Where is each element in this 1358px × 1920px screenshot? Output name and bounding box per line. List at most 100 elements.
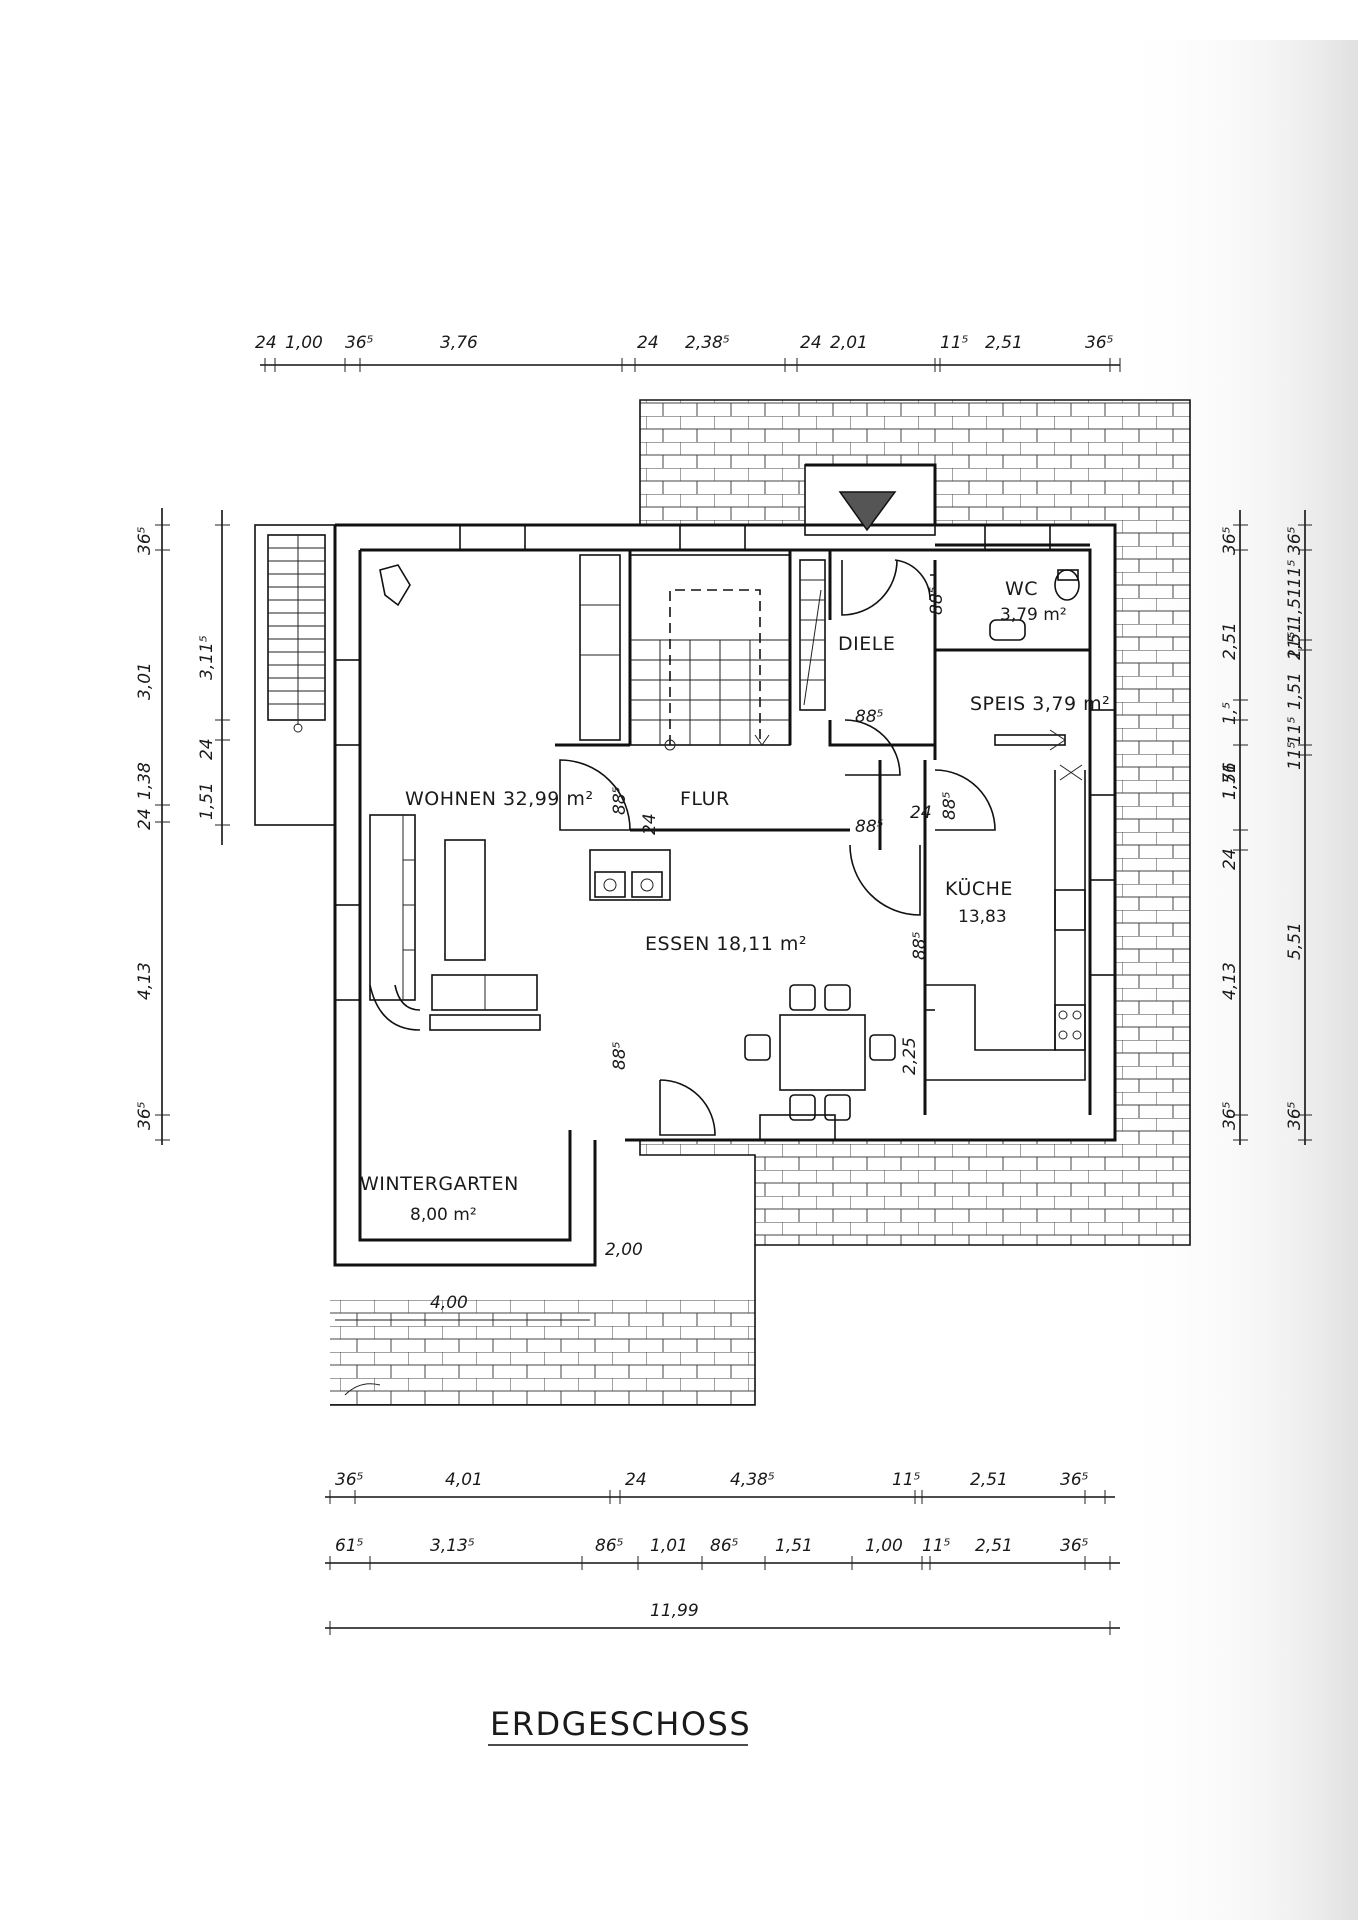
dim-right-inner: 1,⁵ <box>1220 702 1240 725</box>
door-width: 88⁵ <box>855 817 884 837</box>
inner-dim: 24 <box>910 803 932 823</box>
dim-bottom-2: 1,51 <box>775 1536 813 1556</box>
dim-left-outer: 36⁵ <box>135 526 155 555</box>
dim-chain-bottom-2: 61⁵ 3,13⁵ 86⁵ 1,01 86⁵ 1,51 1,00 11⁵ 2,5… <box>325 1536 1120 1570</box>
dim-right-outer: 1,51 <box>1285 672 1305 710</box>
stove <box>589 849 671 901</box>
dim-top: 36⁵ <box>345 333 374 353</box>
dim-top: 2,01 <box>830 333 868 353</box>
dim-top: 24 <box>800 333 822 353</box>
dim-bottom-2: 1,00 <box>865 1536 903 1556</box>
dim-bottom-2: 86⁵ <box>710 1536 739 1556</box>
door-width: 88⁵ <box>855 707 884 727</box>
dim-right-outer: 2,51 <box>1285 622 1305 660</box>
dim-right-outer: 5,51 <box>1285 922 1305 960</box>
dim-bottom-2: 36⁵ <box>1060 1536 1089 1556</box>
dim-left-outer: 3,01 <box>135 662 155 700</box>
dim-bottom-1: 2,51 <box>970 1470 1008 1490</box>
dim-top: 1,00 <box>285 333 323 353</box>
dim-bottom-1: 36⁵ <box>335 1470 364 1490</box>
room-essen: ESSEN 18,11 m² <box>645 933 807 955</box>
dim-left-inner: 24 <box>197 738 217 760</box>
room-kueche-area: 13,83 <box>958 907 1007 927</box>
dim-top: 11⁵ <box>940 333 969 353</box>
room-speis: SPEIS 3,79 m² <box>970 693 1110 715</box>
dim-right-inner: 36⁵ <box>1220 526 1240 555</box>
dim-chain-top: 24 1,00 36⁵ 3,76 24 2,38⁵ 24 2,01 11⁵ 2,… <box>255 333 1121 372</box>
wc-fixtures <box>989 569 1080 641</box>
doors <box>559 559 996 1136</box>
plan-title-text: ERDGESCHOSS <box>490 1705 751 1743</box>
dim-bottom-1: 11⁵ <box>892 1470 921 1490</box>
pantry-shelf <box>994 729 1066 751</box>
dim-right-inner: 4,13 <box>1220 962 1240 1000</box>
room-diele: DIELE <box>838 633 895 655</box>
door-width: 88⁵ <box>910 931 930 960</box>
room-wc: WC <box>1005 578 1038 600</box>
dim-right-outer: 11⁵ <box>1285 716 1305 745</box>
dim-left-inner: 3,11⁵ <box>197 635 217 680</box>
interior-staircase <box>629 554 791 751</box>
inner-dim: 2,00 <box>605 1240 643 1260</box>
dim-chain-bottom-1: 36⁵ 4,01 24 4,38⁵ 11⁵ 2,51 36⁵ <box>325 1470 1115 1504</box>
dim-left-outer: 4,13 <box>135 962 155 1000</box>
dining-table <box>744 984 896 1121</box>
dim-top: 2,38⁵ <box>685 333 730 353</box>
dim-right-outer: 1,51 <box>1285 587 1305 625</box>
dim-bottom-1: 24 <box>625 1470 647 1490</box>
terrace-steps <box>335 1319 590 1396</box>
inner-dimension-labels: 24 24 2,25 2,00 4,00 <box>430 803 932 1313</box>
plan-title: ERDGESCHOSS <box>488 1705 751 1746</box>
dim-bottom-2: 61⁵ <box>335 1536 364 1556</box>
door-width: 88⁵ <box>610 786 630 815</box>
door-width: 88⁵ <box>940 791 960 820</box>
dim-left-outer: 24 <box>135 808 155 830</box>
dim-total: 11,99 <box>650 1601 699 1621</box>
dim-right-inner: 1,51 <box>1220 762 1240 800</box>
door-width: 88⁵ <box>610 1041 630 1070</box>
windows <box>334 524 1116 1141</box>
inner-dim: 2,25 <box>900 1037 920 1075</box>
dim-right-outer: 36⁵ <box>1285 526 1305 555</box>
living-furniture <box>369 554 621 1031</box>
dim-right-inner: 36⁵ <box>1220 1101 1240 1130</box>
room-wohnen: WOHNEN 32,99 m² <box>405 788 594 810</box>
dim-right-outer: 11⁵ <box>1285 741 1305 770</box>
dim-right-outer: 11⁵ <box>1285 631 1305 660</box>
dim-right-outer: 11⁵ <box>1285 559 1305 588</box>
inner-dim: 24 <box>640 813 660 835</box>
room-wintergarten: WINTERGARTEN <box>360 1173 519 1195</box>
dim-bottom-1: 4,38⁵ <box>730 1470 775 1490</box>
dim-chain-left-inner: 3,11⁵ 24 1,51 <box>197 510 230 845</box>
dim-top: 2,51 <box>985 333 1023 353</box>
entrance-marker <box>804 464 936 536</box>
room-kueche: KÜCHE <box>945 877 1013 900</box>
dim-left-outer: 36⁵ <box>135 1101 155 1130</box>
dim-left-inner: 1,51 <box>197 782 217 820</box>
outside-stairs <box>254 524 336 826</box>
wardrobe <box>799 559 826 711</box>
room-flur: FLUR <box>680 788 730 810</box>
dim-bottom-2: 1,01 <box>650 1536 688 1556</box>
door-width: 88⁵ <box>927 586 947 615</box>
door-width-labels: 88⁵ 88⁵ 88⁵ 88⁵ 88⁵ 88⁵ 88⁵ <box>610 586 960 1070</box>
dim-bottom-2: 86⁵ <box>595 1536 624 1556</box>
dim-chain-left-outer: 36⁵ 3,01 24 1,38 4,13 36⁵ <box>135 508 170 1145</box>
dim-bottom-2: 2,51 <box>975 1536 1013 1556</box>
dim-chain-total: 11,99 <box>325 1601 1120 1635</box>
dim-bottom-1: 36⁵ <box>1060 1470 1089 1490</box>
dim-left-outer: 1,38 <box>135 762 155 800</box>
room-wintergarten-area: 8,00 m² <box>410 1205 477 1225</box>
dim-chain-right-outer: 36⁵ 11⁵ 1,51 11⁵ 2,51 11⁵ 1,51 11⁵ 5,51 … <box>1285 510 1312 1145</box>
dim-top: 24 <box>255 333 277 353</box>
dim-bottom-1: 4,01 <box>445 1470 483 1490</box>
room-labels: WOHNEN 32,99 m² FLUR DIELE WC 3,79 m² SP… <box>360 578 1110 1225</box>
dim-right-inner: 24 <box>1220 848 1240 870</box>
dim-right-inner: 2,51 <box>1220 622 1240 660</box>
kitchen-units <box>925 764 1086 1081</box>
dim-top: 3,76 <box>440 333 478 353</box>
dim-bottom-2: 3,13⁵ <box>430 1536 475 1556</box>
dim-top: 24 <box>637 333 659 353</box>
dim-right-outer: 36⁵ <box>1285 1101 1305 1130</box>
